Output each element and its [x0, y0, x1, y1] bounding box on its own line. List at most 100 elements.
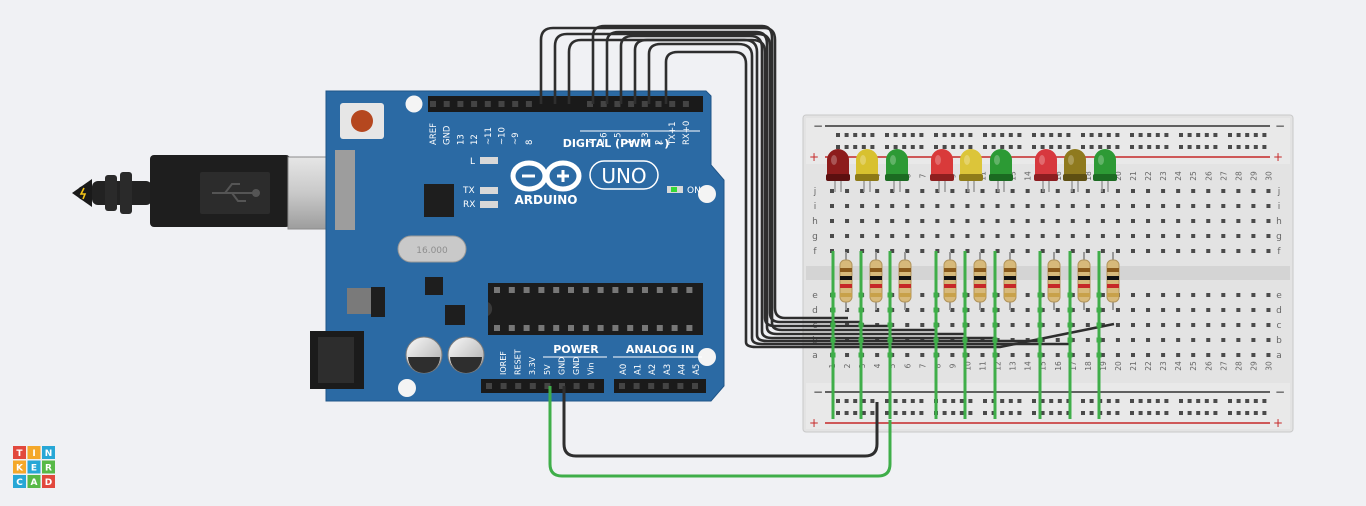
breadboard-hole[interactable] [1146, 234, 1151, 238]
rail-hole[interactable] [1213, 145, 1218, 149]
digital-header[interactable] [428, 96, 703, 112]
breadboard-hole[interactable] [1251, 353, 1256, 357]
rail-hole[interactable] [1017, 133, 1022, 137]
rail-hole[interactable] [893, 133, 898, 137]
breadboard-hole[interactable] [1025, 249, 1030, 253]
breadboard-hole[interactable] [1161, 338, 1166, 342]
breadboard-hole[interactable] [1161, 293, 1166, 297]
breadboard-hole[interactable] [1161, 323, 1166, 327]
breadboard-hole[interactable] [905, 323, 910, 327]
rail-hole[interactable] [934, 133, 938, 137]
resistor[interactable] [1077, 252, 1091, 310]
resistor[interactable] [839, 252, 853, 310]
power-header-pin[interactable] [573, 383, 580, 389]
breadboard-hole[interactable] [995, 204, 1000, 208]
breadboard-hole[interactable] [1221, 293, 1226, 297]
breadboard-hole[interactable] [905, 219, 910, 223]
power-header-pin[interactable] [559, 383, 565, 389]
breadboard-hole[interactable] [1161, 234, 1166, 238]
breadboard-hole[interactable] [1115, 219, 1120, 223]
wires[interactable] [539, 24, 1115, 478]
breadboard-hole[interactable] [980, 323, 985, 327]
resistor[interactable] [973, 252, 987, 310]
signal-wire[interactable] [591, 24, 937, 332]
breadboard-hole[interactable] [1131, 293, 1135, 297]
header-pin[interactable] [512, 101, 519, 107]
rail-hole[interactable] [1066, 399, 1071, 403]
resistors[interactable] [839, 252, 1120, 310]
breadboard-hole[interactable] [890, 234, 895, 238]
breadboard-hole[interactable] [1266, 308, 1271, 312]
rail-hole[interactable] [1040, 399, 1045, 403]
rail-hole[interactable] [1147, 399, 1152, 403]
breadboard-hole[interactable] [1266, 293, 1271, 297]
breadboard-hole[interactable] [1115, 353, 1120, 357]
breadboard-hole[interactable] [1206, 293, 1211, 297]
breadboard-hole[interactable] [1236, 323, 1241, 327]
breadboard-hole[interactable] [950, 249, 955, 253]
breadboard-hole[interactable] [1010, 249, 1015, 253]
rail-hole[interactable] [1040, 133, 1045, 137]
breadboard-hole[interactable] [1010, 189, 1015, 193]
rail-hole[interactable] [853, 399, 858, 403]
rail-hole[interactable] [968, 145, 973, 149]
breadboard-hole[interactable] [1146, 249, 1151, 253]
breadboard-hole[interactable] [1206, 204, 1211, 208]
breadboard-hole[interactable] [1070, 338, 1075, 342]
breadboard-hole[interactable] [1131, 338, 1135, 342]
rail-hole[interactable] [870, 133, 875, 137]
breadboard-hole[interactable] [1131, 249, 1135, 253]
rail-hole[interactable] [836, 133, 840, 137]
breadboard-hole[interactable] [1025, 189, 1030, 193]
rail-hole[interactable] [959, 399, 964, 403]
breadboard-hole[interactable] [1070, 219, 1075, 223]
rail-hole[interactable] [836, 399, 840, 403]
breadboard-hole[interactable] [905, 204, 910, 208]
rail-hole[interactable] [1164, 133, 1169, 137]
breadboard-hole[interactable] [980, 204, 985, 208]
breadboard-hole[interactable] [920, 323, 925, 327]
breadboard-hole[interactable] [965, 204, 970, 208]
breadboard-hole[interactable] [980, 308, 985, 312]
breadboard-hole[interactable] [1085, 219, 1090, 223]
breadboard-hole[interactable] [1115, 308, 1120, 312]
breadboard-hole[interactable] [845, 308, 850, 312]
rail-hole[interactable] [1204, 399, 1209, 403]
breadboard-hole[interactable] [1115, 234, 1120, 238]
rail-hole[interactable] [1008, 399, 1013, 403]
breadboard-hole[interactable] [950, 219, 955, 223]
rail-hole[interactable] [1081, 133, 1085, 137]
breadboard-hole[interactable] [995, 219, 1000, 223]
rail-hole[interactable] [836, 411, 840, 415]
breadboard-hole[interactable] [920, 308, 925, 312]
rail-hole[interactable] [902, 399, 907, 403]
rail-hole[interactable] [1147, 145, 1152, 149]
rail-hole[interactable] [1115, 133, 1120, 137]
rail-hole[interactable] [853, 411, 858, 415]
rail-hole[interactable] [959, 411, 964, 415]
breadboard-hole[interactable] [1085, 234, 1090, 238]
rail-hole[interactable] [844, 145, 849, 149]
rail-hole[interactable] [1262, 411, 1267, 415]
breadboard-hole[interactable] [1176, 219, 1181, 223]
rail-hole[interactable] [1040, 145, 1045, 149]
rail-hole[interactable] [1098, 145, 1103, 149]
breadboard-hole[interactable] [860, 189, 865, 193]
power-header-pin[interactable] [588, 383, 595, 389]
led[interactable] [1034, 149, 1058, 192]
breadboard-hole[interactable] [1131, 308, 1135, 312]
rail-hole[interactable] [942, 399, 947, 403]
breadboard-hole[interactable] [965, 234, 970, 238]
breadboard-hole[interactable] [1191, 338, 1196, 342]
header-pin[interactable] [443, 101, 450, 107]
rail-hole[interactable] [1164, 145, 1169, 149]
breadboard-hole[interactable] [1040, 249, 1045, 253]
breadboard-hole[interactable] [1115, 323, 1120, 327]
breadboard-hole[interactable] [845, 234, 850, 238]
rail-hole[interactable] [1236, 145, 1241, 149]
rail-hole[interactable] [1000, 145, 1005, 149]
rail-hole[interactable] [919, 411, 924, 415]
breadboard-holes[interactable] [830, 133, 1271, 415]
rail-hole[interactable] [870, 145, 875, 149]
